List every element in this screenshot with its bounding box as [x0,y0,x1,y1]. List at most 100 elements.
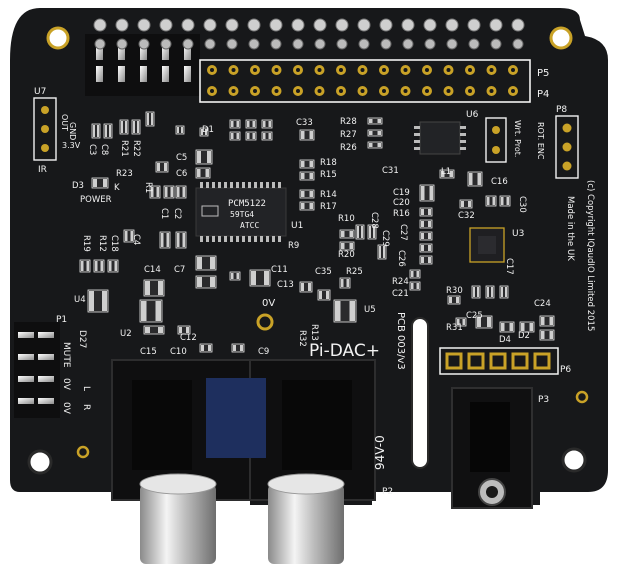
smd-terminal [349,231,353,237]
u1-lead [266,182,269,188]
smd-terminal [263,133,266,139]
mounting-holes [27,26,589,475]
smd-component [377,244,387,260]
label-r17: R17 [320,202,337,212]
smd-component [245,131,257,141]
smd-component [103,123,113,139]
smd-terminal [97,125,99,137]
smd-terminal [231,133,234,139]
smd-component [499,321,515,333]
label-c33: C33 [296,118,313,128]
label-c1: C1 [159,208,169,219]
gpio-pin-tip [335,18,349,32]
smd-terminal [233,345,236,351]
smd-terminal [361,226,363,238]
smd-terminal [421,245,424,251]
label-r18: R18 [320,158,337,168]
smd-component [459,199,473,209]
label-gnd: GND [68,122,77,140]
smd-component [339,277,351,289]
wrt-prot-pad [492,126,500,134]
label-d3: D3 [72,181,84,191]
label-d27: D27 [77,330,87,348]
smd-terminal [309,173,313,179]
smd-terminal [201,129,203,135]
label-r28: R28 [340,117,357,127]
u1-lead [254,182,257,188]
smd-terminal [349,243,353,249]
gpio-pin-tip [313,18,327,32]
gpio-pin [118,44,125,60]
gpio-pin-tip [467,18,481,32]
p4-pad-hole [403,89,408,93]
smd-terminal [341,231,345,237]
gpio-pin [96,66,103,82]
smd-terminal [121,121,123,133]
gpio-pin-tip [291,18,305,32]
smd-terminal [416,271,419,277]
label-c20: C20 [393,198,410,208]
rca-jack-left-barrel [140,484,216,564]
smd-terminal [506,197,509,205]
smd-terminal [421,233,424,239]
p6-pad [489,352,507,370]
chip-marking-1: PCM5122 [228,199,266,209]
label-r12: R12 [97,235,107,252]
label-p5: P5 [537,68,549,79]
gpio-pin [162,66,169,82]
u1-lead [224,182,227,188]
smd-terminal [247,121,250,127]
smd-terminal [301,191,305,197]
u6-lead [414,140,420,143]
u1-lead [278,236,281,242]
smd-terminal [114,261,117,271]
smd-terminal [428,233,431,239]
p4-pad-hole [489,68,494,72]
p8-outline [555,115,579,179]
smd-terminal [252,133,255,139]
label-r31: R31 [446,323,463,333]
label-u2: U2 [120,329,132,339]
gpio-header [85,18,531,103]
smd-terminal [236,133,239,139]
smd-component [367,224,377,240]
p1-pin [38,376,54,382]
pcb-version: PCB 003/v3 [395,312,406,370]
smd-component [229,271,241,281]
label-u7: U7 [34,87,46,97]
gpio-pin [140,44,147,60]
p4-pad-hole [339,68,343,72]
smd-terminal [369,226,371,238]
smd-component [519,321,535,333]
smd-component [91,177,109,189]
gpio-pin-tip [226,38,238,50]
smd-component [177,325,191,335]
smd-terminal [473,287,475,297]
smd-terminal [89,291,94,311]
smd-terminal [201,345,204,351]
gpio-pin-tip [204,38,216,50]
label-u4: U4 [74,295,86,305]
smd-component [245,119,257,129]
p4-pad-hole [317,68,322,72]
smd-component [355,224,365,240]
gpio-pin [184,66,191,82]
smd-terminal [205,169,209,177]
smd-terminal [449,297,452,303]
u6-lead [414,133,420,136]
smd-terminal [487,197,490,205]
gpio-pin-tip [160,38,172,50]
label-r9: R9 [288,241,299,251]
u7-outline [33,97,57,161]
p4-pad-hole [468,68,472,72]
smd-terminal [301,131,305,139]
smd-terminal [157,163,160,171]
smd-component [409,281,421,291]
smd-terminal [156,187,159,197]
smd-component [131,119,141,135]
gpio-pin-tip [379,18,393,32]
p6-outline [439,347,559,375]
gpio-pin-tip [248,38,260,50]
smd-terminal [102,291,107,311]
label-r21: R21 [119,140,129,157]
